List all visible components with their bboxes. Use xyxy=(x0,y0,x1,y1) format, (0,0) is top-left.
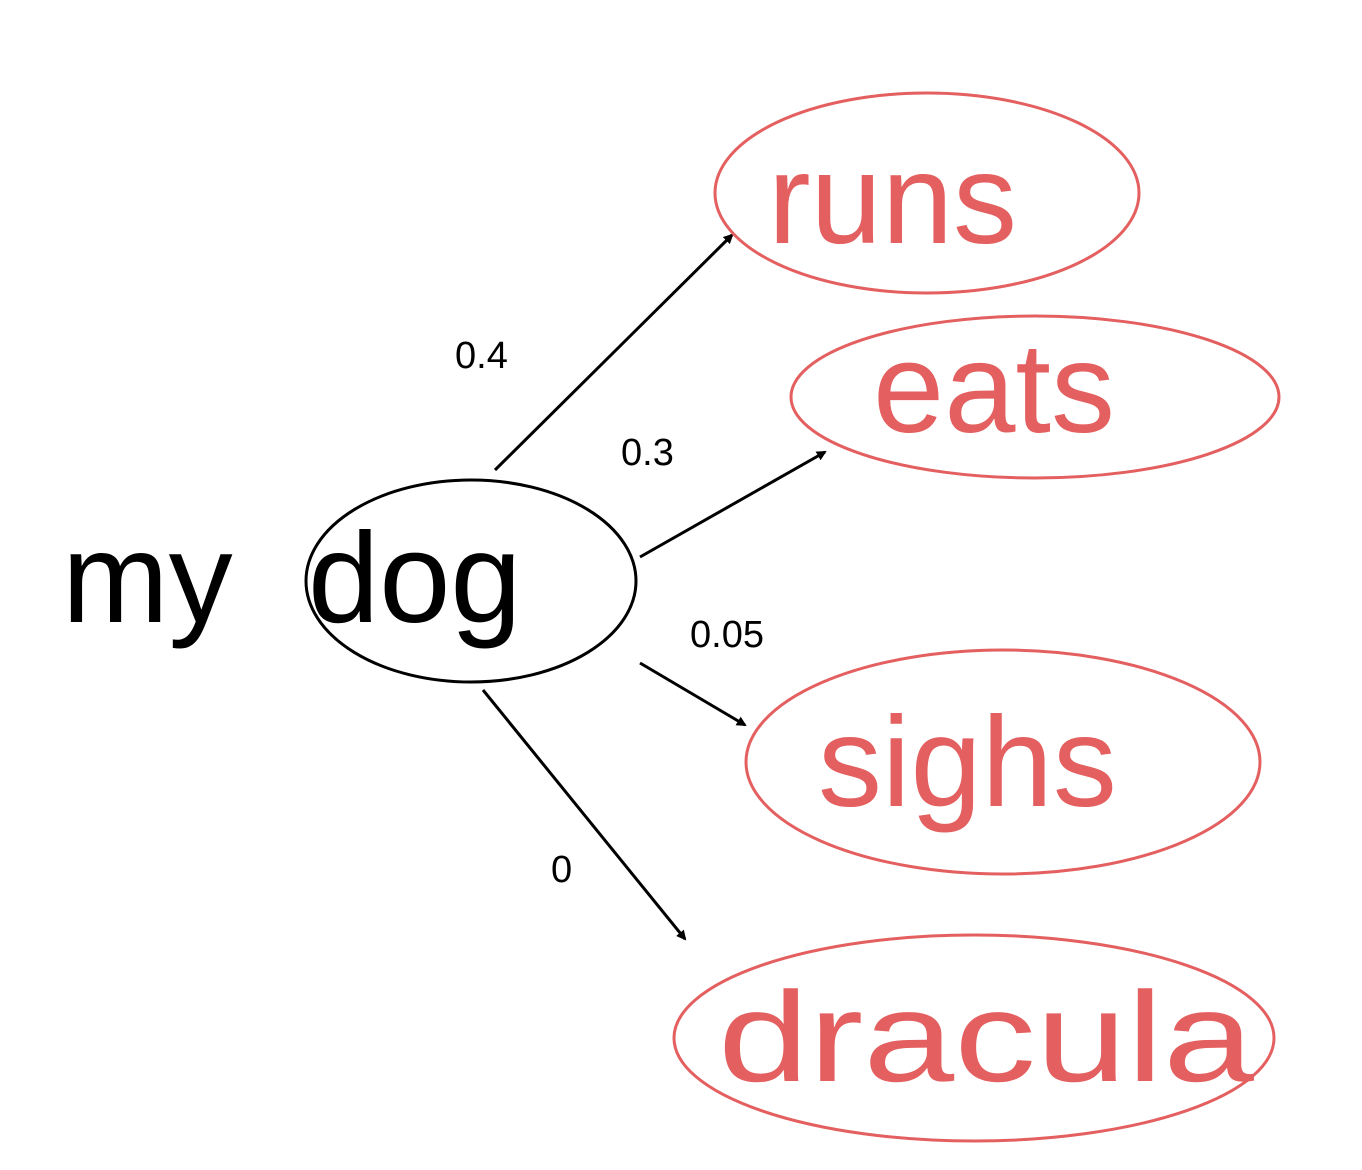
candidate-ellipse-runs xyxy=(713,91,1141,295)
arrow-to-sighs xyxy=(639,661,747,727)
current-word: dog xyxy=(308,507,522,650)
candidate-word-dracula: dracula xyxy=(718,966,1255,1109)
candidate-word-eats: eats xyxy=(873,317,1115,460)
probability-label-dracula: 0 xyxy=(551,849,572,891)
candidate-ellipse-eats xyxy=(789,314,1281,480)
candidate-ellipse-dracula xyxy=(672,933,1276,1143)
candidate-ellipse-sighs xyxy=(744,648,1262,876)
probability-label-runs: 0.4 xyxy=(455,335,508,377)
arrow-to-runs xyxy=(493,233,734,472)
current-word-ellipse xyxy=(304,478,638,684)
probability-label-eats: 0.3 xyxy=(621,432,674,474)
context-prefix-word: my xyxy=(62,507,233,650)
arrow-to-dracula xyxy=(481,689,687,941)
probability-label-sighs: 0.05 xyxy=(690,614,764,656)
candidate-word-runs: runs xyxy=(768,128,1017,271)
candidate-word-sighs: sighs xyxy=(818,691,1117,834)
arrow-to-eats xyxy=(639,450,827,559)
